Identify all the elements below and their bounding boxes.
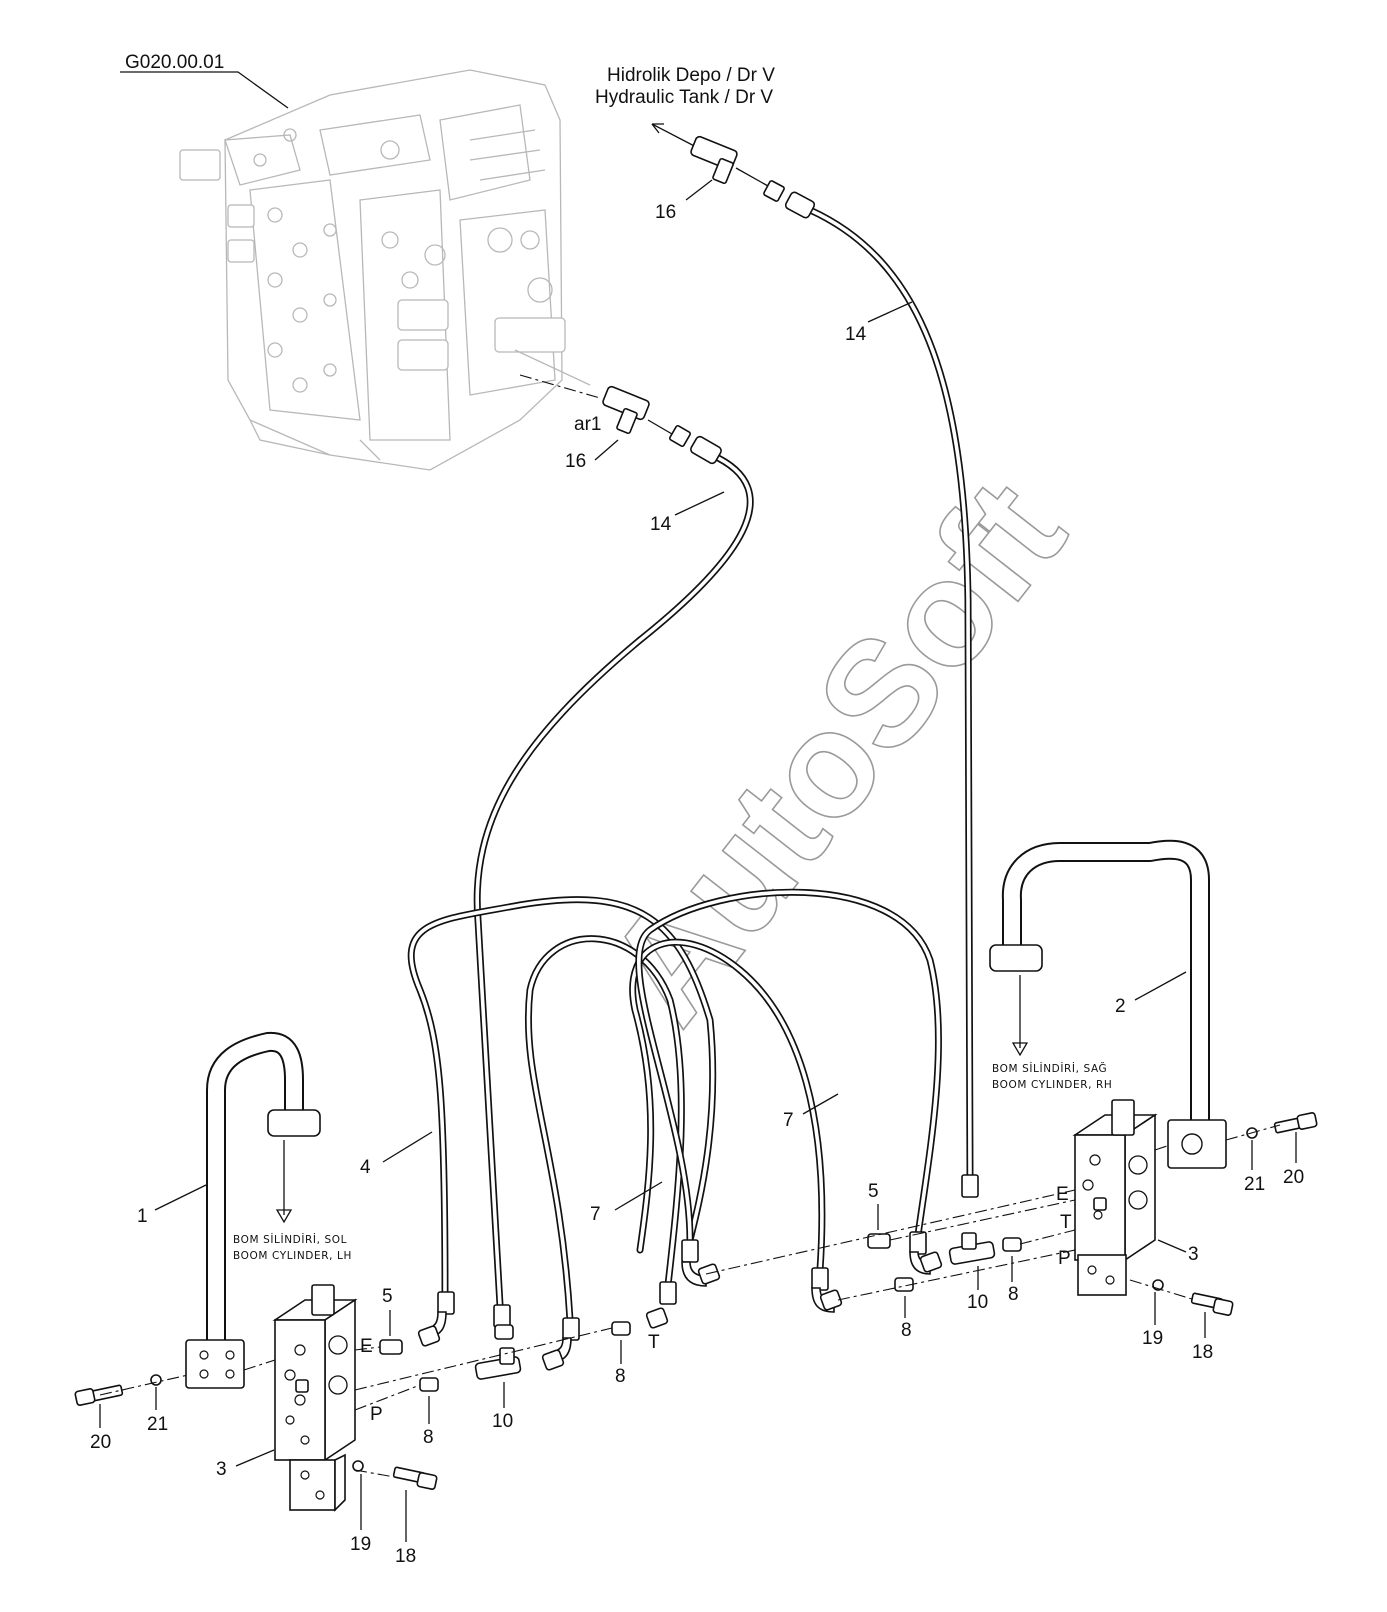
reference-label: G020.00.01 (125, 52, 224, 73)
lh-cylinder-label-english: BOOM CYLINDER, LH (233, 1250, 352, 1262)
tee-fitting-10-rh (948, 1232, 996, 1265)
hose-7-right (629, 938, 826, 1274)
callout-7-left: 7 (590, 1204, 601, 1225)
rh-cylinder-label-english: BOOM CYLINDER, RH (992, 1079, 1112, 1091)
callout-2: 2 (1115, 996, 1126, 1017)
callout-21-lh: 21 (147, 1414, 168, 1435)
callout-8-lh-upper: 8 (615, 1366, 626, 1387)
callout-1: 1 (137, 1206, 148, 1227)
hose-14-tank-line (763, 180, 979, 1198)
pipe-1-lh (206, 1031, 321, 1355)
fitting-5-rh (867, 1233, 891, 1249)
hose-end-fittings (417, 1231, 943, 1371)
rh-cylinder-label-turkish: BOM SİLİNDİRİ, SAĞ (992, 1062, 1107, 1075)
fitting-5-lh (379, 1339, 403, 1355)
rh-cylinder-note: BOM SİLİNDİRİ, SAĞ BOOM CYLINDER, RH (992, 1062, 1112, 1091)
tank-label-english: Hydraulic Tank / Dr V (595, 87, 773, 108)
callout-19-lh: 19 (350, 1534, 371, 1555)
callout-3-lh: 3 (216, 1459, 227, 1480)
fittings-group (74, 1112, 1318, 1490)
hose-14-valve-line (473, 425, 754, 1340)
flange-lh (185, 1339, 245, 1389)
valve-block-3-lh (272, 1284, 358, 1512)
fitting-8-lh-lower (419, 1377, 439, 1392)
callout-10-lh: 10 (492, 1411, 513, 1432)
callout-14-lower: 14 (650, 514, 672, 535)
callout-16-upper: 16 (655, 202, 676, 223)
port-ar1: ar1 (574, 414, 601, 435)
lh-cylinder-label-turkish: BOM SİLİNDİRİ, SOL (233, 1233, 347, 1246)
callout-14-upper: 14 (845, 324, 867, 345)
port-p-rh: P (1058, 1248, 1071, 1269)
port-e-rh: E (1056, 1184, 1069, 1205)
fitting-8-rh-upper (1002, 1237, 1022, 1252)
flange-rh (1167, 1119, 1227, 1169)
valve-block-3-rh (1072, 1099, 1158, 1296)
port-p-lh: P (370, 1404, 383, 1425)
bolt-20-lh (74, 1384, 124, 1406)
lh-cylinder-note: BOM SİLİNDİRİ, SOL BOOM CYLINDER, LH (233, 1233, 352, 1262)
callout-16-lower: 16 (565, 451, 586, 472)
bolt-18-lh (392, 1466, 438, 1490)
hose-4 (407, 896, 717, 1299)
assembly-center-lines (99, 374, 1281, 1479)
hose-7-left (524, 935, 685, 1324)
callout-5-rh: 5 (868, 1181, 879, 1202)
callout-18-rh: 18 (1192, 1342, 1213, 1363)
reference-label-group: G020.00.01 (120, 52, 289, 109)
port-marks: E P T E T P ar1 (360, 414, 1072, 1425)
fitting-8-lh-upper (611, 1321, 631, 1336)
callouts: 16 14 16 14 2 7 4 7 1 5 5 8 8 8 8 10 10 … (90, 202, 1304, 1567)
port-t-lh: T (648, 1332, 660, 1353)
callout-8-rh-upper: 8 (1008, 1284, 1019, 1305)
tee-fitting-16-lower (594, 385, 673, 461)
callout-18-lh: 18 (395, 1546, 416, 1567)
callout-20-lh: 20 (90, 1432, 111, 1453)
callout-10-rh: 10 (967, 1292, 988, 1313)
callout-19-rh: 19 (1142, 1328, 1163, 1349)
callout-7-right: 7 (783, 1110, 794, 1131)
tank-label-turkish: Hidrolik Depo / Dr V (607, 65, 775, 86)
bolt-18-rh (1190, 1292, 1234, 1316)
hose-7-far-right (635, 888, 942, 1244)
bolt-20-rh (1273, 1112, 1318, 1134)
lh-cylinder-arrow-icon (275, 1209, 293, 1224)
pipe-2-rh (989, 839, 1210, 1135)
callout-20-rh: 20 (1283, 1167, 1304, 1188)
tee-fitting-16-upper (685, 135, 769, 201)
callout-3-rh: 3 (1188, 1244, 1199, 1265)
callout-4: 4 (360, 1157, 371, 1178)
callout-21-rh: 21 (1244, 1174, 1265, 1195)
hydraulic-tank-label-group: Hidrolik Depo / Dr V Hydraulic Tank / Dr… (595, 65, 775, 151)
callout-5-lh: 5 (382, 1286, 393, 1307)
rh-cylinder-arrow-icon (1011, 1042, 1029, 1057)
tank-arrow-icon (651, 123, 664, 134)
control-valve-illustration (179, 69, 591, 471)
callout-8-lh-lower: 8 (423, 1427, 434, 1448)
port-e-lh: E (360, 1336, 373, 1357)
tee-fitting-10-lh (474, 1347, 522, 1380)
washer-19-lh (352, 1460, 364, 1472)
port-t-rh: T (1060, 1212, 1072, 1233)
callout-8-rh-lower: 8 (901, 1320, 912, 1341)
